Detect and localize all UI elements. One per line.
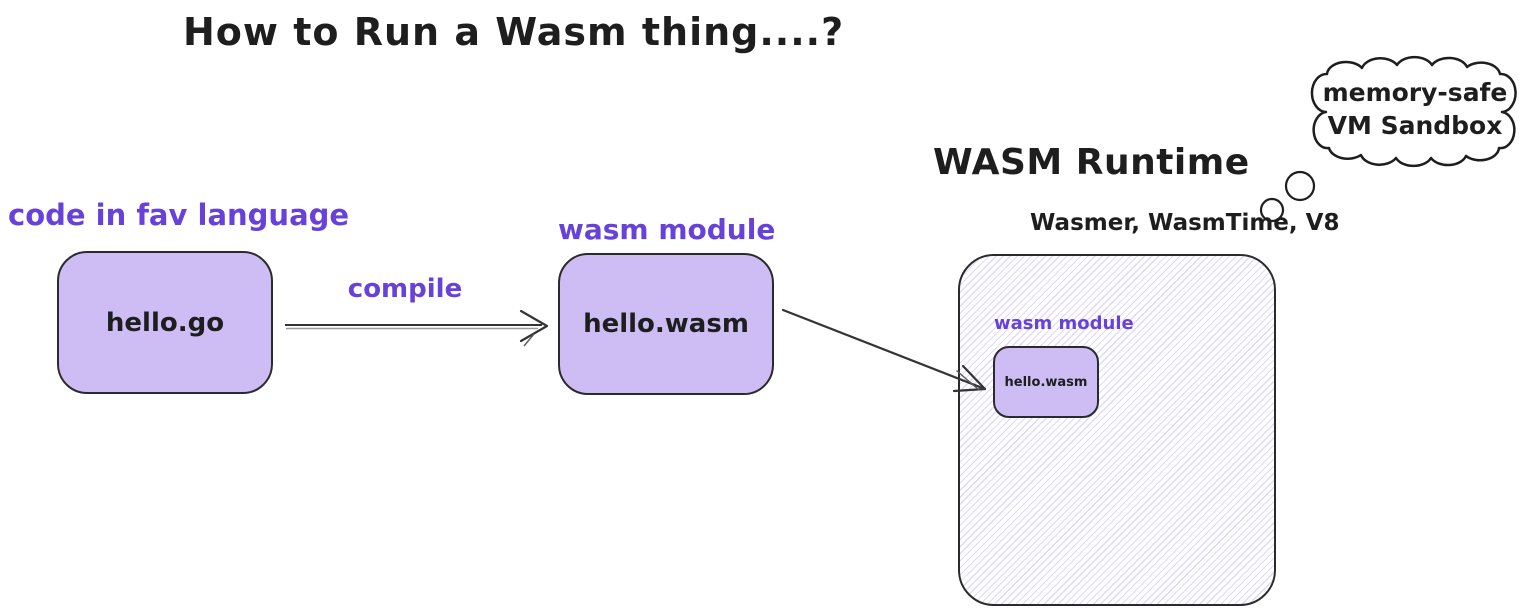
runtime-title: WASM Runtime (933, 142, 1250, 183)
source-node-box: hello.go (57, 251, 273, 394)
thought-cloud-text: memory-safe VM Sandbox (1302, 76, 1528, 142)
thought-cloud-icon (1310, 55, 1517, 168)
module-to-runtime-arrow-icon (781, 308, 987, 393)
thought-cloud-line2: VM Sandbox (1327, 111, 1503, 140)
source-node-caption: code in fav language (8, 198, 350, 232)
thought-cloud-line1: memory-safe (1322, 78, 1508, 107)
compile-arrow-icon (285, 309, 549, 347)
runtime-subtitle: Wasmer, WasmTime, V8 (1030, 210, 1340, 236)
runtime-inner-caption: wasm module (994, 313, 1134, 334)
runtime-container-box (958, 254, 1276, 606)
runtime-inner-module-label: hello.wasm (1004, 374, 1088, 390)
source-node-label: hello.go (105, 307, 225, 338)
module-node-caption: wasm module (558, 213, 776, 246)
compile-edge-label: compile (347, 274, 463, 304)
thought-cloud: memory-safe VM Sandbox (1302, 40, 1528, 182)
module-node-label: hello.wasm (583, 309, 749, 339)
runtime-inner-module-box: hello.wasm (993, 346, 1099, 418)
module-node-box: hello.wasm (558, 253, 774, 395)
diagram-title: How to Run a Wasm thing....? (183, 10, 845, 54)
